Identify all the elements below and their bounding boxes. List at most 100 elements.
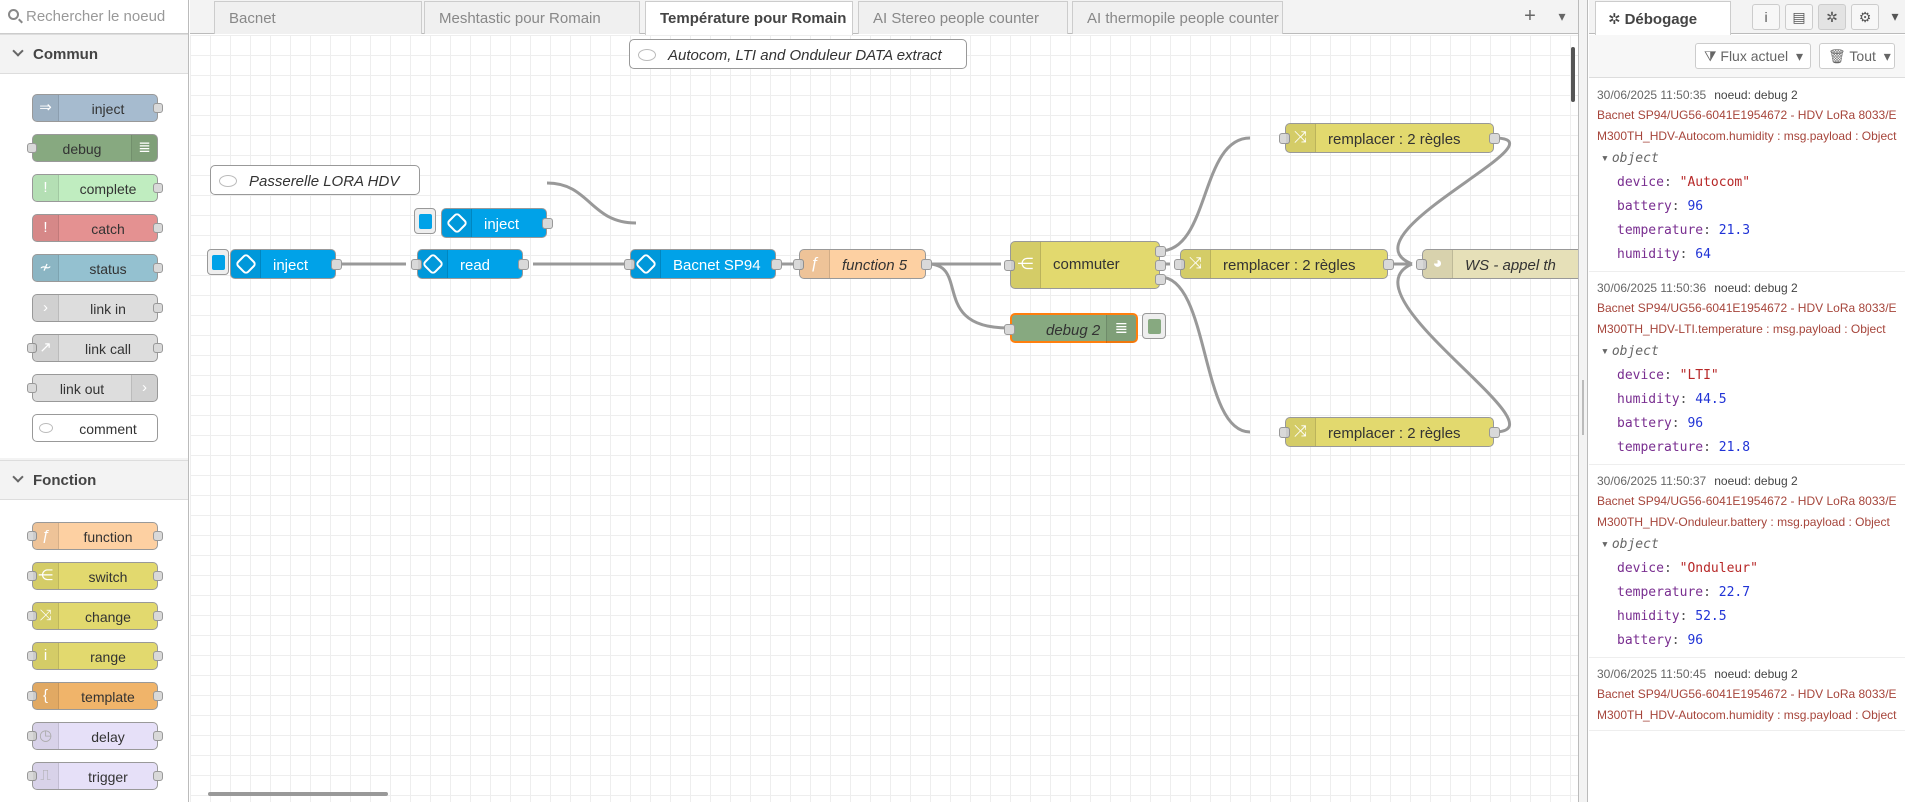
- link-out-icon: ›: [131, 375, 157, 401]
- book-icon[interactable]: ▤: [1785, 4, 1813, 30]
- tab-label: Bacnet: [229, 10, 276, 27]
- gear-icon[interactable]: ⚙: [1851, 4, 1879, 30]
- palette-node-link-in[interactable]: › link in: [32, 294, 163, 322]
- palette-node-status[interactable]: ≁ status: [32, 254, 163, 282]
- output-port: [153, 771, 163, 781]
- trash-icon: 🗑: [1828, 48, 1846, 64]
- wires-layer: [335, 136, 1512, 434]
- tab-debug[interactable]: ✲Débogage: [1595, 1, 1731, 35]
- message-node[interactable]: noeud: debug 2: [1714, 667, 1798, 681]
- object-property: battery: 96: [1617, 416, 1704, 431]
- tab-menu-button[interactable]: ▾: [1550, 5, 1574, 29]
- palette-node-link-call[interactable]: ↗ link call: [27, 334, 163, 362]
- info-icon[interactable]: i: [1752, 4, 1780, 30]
- category-body-fonction: ƒ function ⋲ switch ⤨ change i range: [0, 500, 188, 802]
- tab-ai-stereo[interactable]: AI Stereo people counter: [858, 1, 1068, 34]
- websocket-node[interactable]: ◕ WS - appel th: [1416, 249, 1578, 279]
- object-toggle[interactable]: object: [1597, 533, 1899, 557]
- change-node-top[interactable]: ⤨ remplacer : 2 règles: [1279, 123, 1500, 153]
- object-toggle[interactable]: object: [1597, 340, 1899, 364]
- output-port: [1155, 246, 1166, 257]
- category-header-commun[interactable]: Commun: [0, 34, 188, 74]
- message-node[interactable]: noeud: debug 2: [1714, 474, 1798, 488]
- chevron-down-icon[interactable]: ▾: [1891, 8, 1899, 24]
- debug-toolbar: ⧩ Flux actuel ▾ 🗑 Tout ▾: [1589, 35, 1905, 78]
- change-node-mid[interactable]: ⤨ remplacer : 2 règles: [1174, 249, 1394, 279]
- sidebar-resize-handle[interactable]: [1578, 0, 1588, 802]
- tab-ai-thermopile[interactable]: AI thermopile people counter: [1072, 1, 1283, 34]
- tab-meshtastic[interactable]: Meshtastic pour Romain: [424, 1, 640, 34]
- palette-node-change[interactable]: ⤨ change: [27, 602, 163, 630]
- inject-trigger-button[interactable]: [414, 208, 436, 234]
- chevron-down-icon: ▾: [1558, 8, 1566, 24]
- flow-canvas[interactable]: Autocom, LTI and Onduleur DATA extract P…: [190, 35, 1578, 802]
- message-node[interactable]: noeud: debug 2: [1714, 281, 1798, 295]
- palette-node-debug[interactable]: debug ≣: [27, 134, 158, 162]
- comment-node-left[interactable]: Passerelle LORA HDV: [210, 165, 420, 195]
- palette-node-complete[interactable]: ! complete: [32, 174, 163, 202]
- comment-node-top[interactable]: Autocom, LTI and Onduleur DATA extract: [629, 39, 967, 69]
- debug-sidebar: ✲Débogage i ▤ ✲ ⚙ ▾ ⧩ Flux actuel ▾ 🗑 To…: [1589, 0, 1905, 802]
- filter-label: Flux actuel: [1720, 48, 1789, 64]
- debug-clear-select[interactable]: 🗑 Tout ▾: [1819, 43, 1895, 69]
- bug-icon[interactable]: ✲: [1818, 4, 1846, 30]
- input-port: [27, 731, 37, 741]
- node-label: remplacer : 2 règles: [1328, 131, 1461, 148]
- add-tab-button[interactable]: +: [1518, 5, 1542, 29]
- debug-toggle-button[interactable]: [1142, 313, 1166, 339]
- message-object[interactable]: object device: "LTI" humidity: 44.5 batt…: [1597, 340, 1899, 460]
- palette-node-inject[interactable]: ⇒ inject: [32, 94, 163, 122]
- vertical-scrollbar[interactable]: [1571, 47, 1575, 102]
- palette-node-link-out[interactable]: link out ›: [27, 374, 158, 402]
- object-property: humidity: 44.5: [1617, 392, 1727, 407]
- palette-node-delay[interactable]: ◷ delay: [27, 722, 163, 750]
- output-port: [153, 611, 163, 621]
- output-port: [153, 343, 163, 353]
- horizontal-scrollbar[interactable]: [208, 792, 388, 796]
- inject-trigger-button[interactable]: [207, 249, 229, 275]
- tab-label: Meshtastic pour Romain: [439, 10, 601, 27]
- message-object[interactable]: object device: "Autocom" battery: 96 tem…: [1597, 147, 1899, 267]
- bacnet-icon: [631, 250, 661, 278]
- message-object[interactable]: object device: "Onduleur" temperature: 2…: [1597, 533, 1899, 653]
- palette-search-input[interactable]: [26, 4, 184, 29]
- palette-node-trigger[interactable]: ⎍ trigger: [27, 762, 163, 790]
- palette-node-template[interactable]: { template: [27, 682, 163, 710]
- change-node-bottom[interactable]: ⤨ remplacer : 2 règles: [1279, 417, 1500, 447]
- palette-node-range[interactable]: i range: [27, 642, 163, 670]
- tab-bacnet[interactable]: Bacnet: [214, 1, 422, 34]
- read-node[interactable]: read: [411, 249, 529, 279]
- palette-node-catch[interactable]: ! catch: [32, 214, 163, 242]
- bacnet-node[interactable]: Bacnet SP94: [624, 249, 782, 279]
- palette-node-switch[interactable]: ⋲ switch: [27, 562, 163, 590]
- output-port: [1489, 427, 1500, 438]
- category-label: Commun: [33, 46, 98, 63]
- object-toggle[interactable]: object: [1597, 147, 1899, 171]
- input-port: [27, 343, 37, 353]
- output-port: [921, 259, 932, 270]
- message-topic: Bacnet SP94/UG56-6041E1954672 - HDV LoRa…: [1597, 108, 1897, 143]
- exclamation-icon: !: [33, 215, 59, 241]
- input-port: [27, 771, 37, 781]
- category-header-fonction[interactable]: Fonction: [0, 460, 188, 500]
- switch-node[interactable]: ⋲ commuter: [1004, 241, 1166, 289]
- input-port: [1416, 259, 1427, 270]
- inject-node-top[interactable]: inject: [441, 208, 553, 238]
- object-property: device: "LTI": [1617, 368, 1719, 383]
- range-icon: i: [33, 643, 59, 669]
- palette-node-label: link in: [90, 301, 126, 317]
- palette-node-function[interactable]: ƒ function: [27, 522, 163, 550]
- debug-filter-select[interactable]: ⧩ Flux actuel ▾: [1695, 43, 1811, 69]
- output-port: [1155, 260, 1166, 271]
- inject-node-main[interactable]: inject: [230, 249, 342, 279]
- function-node[interactable]: ƒ function 5: [793, 249, 932, 279]
- palette-node-comment[interactable]: comment: [32, 414, 158, 442]
- debug-node[interactable]: debug 2 ≣: [1004, 313, 1138, 343]
- tab-temperature[interactable]: Température pour Romain: [645, 1, 853, 35]
- output-port: [153, 103, 163, 113]
- link-in-icon: ›: [33, 295, 59, 321]
- palette-node-label: link out: [59, 381, 105, 397]
- arrow-in-icon: ⇒: [33, 95, 59, 121]
- message-node[interactable]: noeud: debug 2: [1714, 88, 1798, 102]
